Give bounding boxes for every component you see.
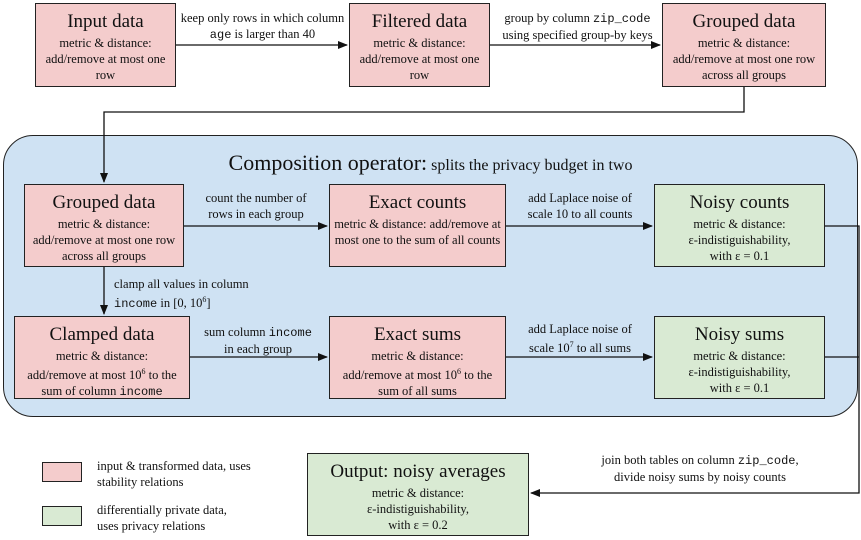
filtered-data-node: Filtered data metric & distance: add/rem…: [349, 3, 490, 87]
edge-count-line1: count the number of: [205, 191, 307, 205]
output-node: Output: noisy averages metric & distance…: [307, 453, 529, 536]
exact-sums-line1: metric & distance:: [371, 349, 464, 363]
filtered-data-title: Filtered data: [371, 11, 468, 32]
noisy-counts-node: Noisy counts metric & distance: ε-indist…: [654, 184, 825, 267]
composition-title: Composition operator: splits the privacy…: [0, 150, 861, 176]
noisy-counts-line2: ε-indistiguishability,: [688, 233, 791, 247]
clamped-line3-code: income: [119, 385, 163, 400]
legend-pink-swatch: [42, 462, 82, 482]
edge-clamp-range: in [0, 10: [160, 296, 203, 311]
edge-laplace-counts-line2: scale 10 to all counts: [527, 207, 633, 221]
edge-label-sum: sum column income in each group: [192, 324, 324, 357]
arrow-noisy-counts-to-output: [530, 225, 860, 497]
edge-clamp-sup: 6: [202, 295, 207, 304]
edge-filter-text: keep only rows in which column: [180, 11, 345, 25]
input-data-title: Input data: [67, 11, 144, 32]
legend-green-line2: uses privacy relations: [97, 519, 206, 533]
legend-pink-line1: input & transformed data, uses: [97, 459, 251, 473]
clamped-data-node: Clamped data metric & distance: add/remo…: [14, 316, 190, 399]
edge-filter-code: age: [209, 28, 232, 42]
edge-laplace-sums-sup: 7: [569, 340, 574, 349]
exact-sums-node: Exact sums metric & distance: add/remove…: [329, 316, 506, 399]
output-line1: metric & distance:: [371, 486, 465, 500]
exact-sums-sup: 6: [456, 367, 461, 376]
grouped-data-top-subtitle: metric & distance: add/remove at most on…: [672, 36, 816, 82]
edge-sum-code: income: [268, 326, 312, 340]
exact-sums-line2: add/remove at most 10: [342, 368, 457, 383]
noisy-sums-line1: metric & distance:: [693, 349, 786, 363]
edge-sum-line2: in each group: [223, 342, 293, 356]
clamped-line2-post: to the: [148, 368, 177, 383]
noisy-sums-node: Noisy sums metric & distance: ε-indistig…: [654, 316, 825, 399]
exact-counts-subtitle: metric & distance: add/remove at most on…: [334, 217, 501, 247]
noisy-counts-subtitle: metric & distance: ε-indistiguishability…: [655, 216, 824, 264]
output-subtitle: metric & distance: ε-indistiguishability…: [308, 485, 528, 533]
edge-laplace-sums-line2-post: to all sums: [576, 341, 631, 356]
edge-join-comma: ,: [795, 453, 799, 467]
edge-sum-text: sum column: [204, 325, 266, 339]
noisy-sums-subtitle: metric & distance: ε-indistiguishability…: [655, 348, 824, 396]
edge-label-count: count the number of rows in each group: [190, 190, 322, 222]
edge-group-post: using specified group-by keys: [502, 28, 653, 42]
legend-pink-line2: stability relations: [97, 475, 184, 489]
edge-label-clamp: clamp all values in column income in [0,…: [114, 276, 294, 312]
output-line2: ε-indistiguishability,: [366, 502, 469, 516]
noisy-sums-line3: with ε = 0.1: [709, 381, 770, 395]
edge-label-laplace-counts: add Laplace noise of scale 10 to all cou…: [512, 190, 648, 222]
clamped-sup: 6: [141, 367, 146, 376]
edge-filter-post: is larger than 40: [234, 27, 316, 41]
noisy-sums-line2: ε-indistiguishability,: [688, 365, 791, 379]
input-data-node: Input data metric & distance: add/remove…: [35, 3, 176, 87]
exact-counts-node: Exact counts metric & distance: add/remo…: [329, 184, 506, 267]
edge-join-text: join both tables on column: [601, 453, 735, 467]
composition-title-text: Composition operator:: [228, 150, 428, 175]
grouped-data-node: Grouped data metric & distance: add/remo…: [24, 184, 184, 267]
clamped-line2: add/remove at most 10: [27, 368, 142, 383]
edge-count-line2: rows in each group: [208, 207, 304, 221]
grouped-data-top-node: Grouped data metric & distance: add/remo…: [662, 3, 826, 87]
output-title: Output: noisy averages: [330, 461, 506, 482]
edge-clamp-line1: clamp all values in column: [114, 277, 249, 291]
edge-join-code: zip_code: [737, 454, 796, 468]
exact-sums-subtitle: metric & distance: add/remove at most 10…: [330, 348, 505, 399]
grouped-data-top-title: Grouped data: [692, 11, 796, 32]
clamped-line3: sum of column: [41, 384, 117, 399]
noisy-sums-title: Noisy sums: [694, 324, 785, 345]
edge-laplace-sums-line2: scale 10: [529, 341, 570, 356]
legend-green-swatch: [42, 506, 82, 526]
edge-join-line2: divide noisy sums by noisy counts: [614, 470, 786, 484]
exact-counts-title: Exact counts: [368, 192, 467, 213]
clamped-data-subtitle: metric & distance: add/remove at most 10…: [15, 348, 189, 400]
filtered-data-subtitle: metric & distance: add/remove at most on…: [359, 36, 480, 82]
edge-clamp-code: income: [114, 297, 158, 312]
noisy-counts-line3: with ε = 0.1: [709, 249, 770, 263]
exact-sums-line2-post: to the: [464, 368, 493, 383]
edge-label-group: group by column zip_code using specified…: [495, 10, 660, 43]
legend-pink-label: input & transformed data, uses stability…: [97, 458, 297, 490]
exact-sums-title: Exact sums: [373, 324, 462, 345]
edge-laplace-sums-line1: add Laplace noise of: [528, 322, 632, 336]
edge-label-join: join both tables on column zip_code, div…: [580, 452, 820, 485]
arrow-grouped-to-composition: [100, 85, 745, 183]
grouped-data-subtitle: metric & distance: add/remove at most on…: [32, 217, 176, 263]
edge-label-filter: keep only rows in which column age is la…: [180, 10, 345, 43]
exact-sums-line3: sum of all sums: [378, 384, 457, 399]
legend-green-label: differentially private data, uses privac…: [97, 502, 297, 534]
output-line3: with ε = 0.2: [388, 518, 448, 532]
edge-group-code: zip_code: [592, 12, 651, 26]
edge-label-laplace-sums: add Laplace noise of scale 107 to all su…: [512, 321, 648, 356]
legend-green-line1: differentially private data,: [97, 503, 227, 517]
edge-clamp-close: ]: [206, 296, 211, 311]
clamped-data-title: Clamped data: [49, 324, 155, 345]
edge-group-text: group by column: [504, 11, 590, 25]
input-data-subtitle: metric & distance: add/remove at most on…: [45, 36, 166, 82]
grouped-data-title: Grouped data: [52, 192, 156, 213]
edge-laplace-counts-line1: add Laplace noise of: [528, 191, 632, 205]
noisy-counts-line1: metric & distance:: [693, 217, 786, 231]
composition-subtitle: splits the privacy budget in two: [431, 157, 633, 174]
noisy-counts-title: Noisy counts: [689, 192, 790, 213]
clamped-line1: metric & distance:: [55, 349, 149, 363]
